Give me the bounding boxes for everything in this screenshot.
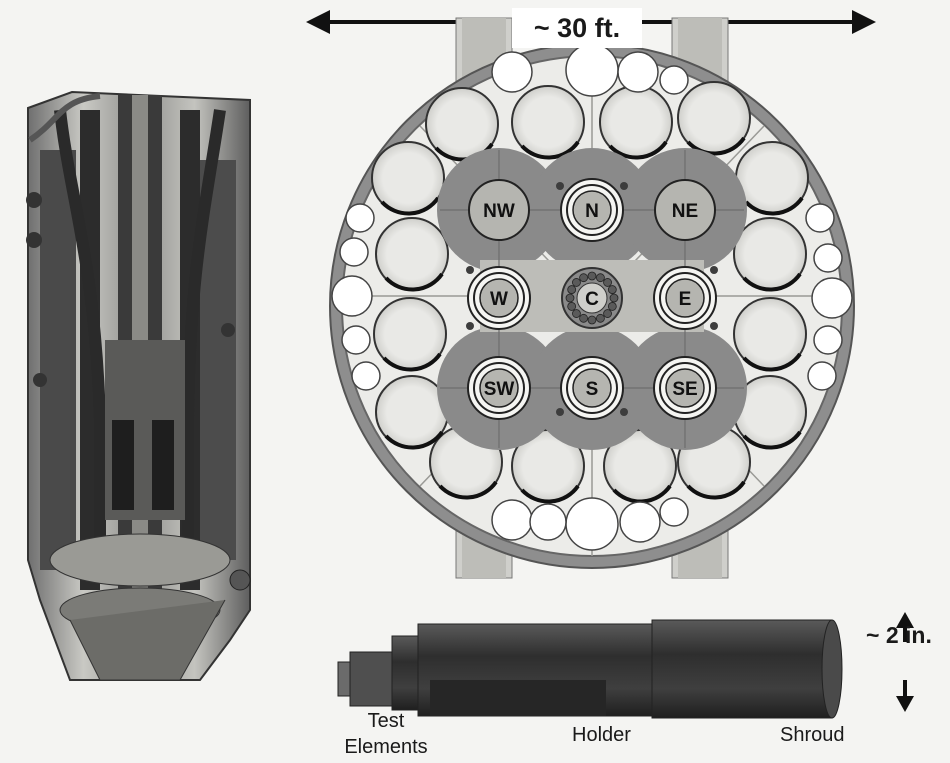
core-position-n: N — [560, 178, 624, 242]
small-hole — [491, 499, 533, 541]
marker-dot — [620, 182, 628, 190]
diameter-dimension-label: ~ 2 in. — [866, 622, 932, 648]
small-hole — [811, 277, 853, 319]
small-hole — [659, 65, 689, 95]
marker-dot — [710, 266, 718, 274]
small-hole — [565, 43, 619, 97]
holder-label: Holder — [572, 724, 631, 746]
irradiation-hole — [511, 85, 585, 160]
core-position-w: W — [467, 266, 531, 330]
core-position-label: W — [490, 289, 508, 310]
irradiation-hole — [371, 141, 445, 216]
marker-dot — [556, 182, 564, 190]
small-hole — [617, 51, 659, 93]
irradiation-hole — [677, 81, 751, 156]
small-hole — [807, 361, 837, 391]
span-dimension-label: ~ 30 ft. — [512, 8, 642, 48]
irradiation-holes — [371, 81, 809, 504]
core-position-label: NW — [483, 201, 515, 222]
marker-dot — [466, 266, 474, 274]
core-map: NW N NE W C E SW S SE — [329, 17, 855, 579]
small-hole — [805, 203, 835, 233]
irradiation-hole — [373, 297, 447, 372]
arrow-down-icon — [896, 680, 914, 712]
core-position-label: N — [585, 201, 599, 222]
test-elements-label-line1: Test — [367, 710, 405, 732]
test-elements-label: Test Elements — [330, 708, 442, 760]
irradiation-hole — [735, 141, 809, 216]
small-hole — [345, 203, 375, 233]
irradiation-hole — [733, 217, 807, 292]
core-position-e: E — [653, 266, 717, 330]
small-hole — [339, 237, 369, 267]
small-hole — [619, 501, 661, 543]
arrow-up-icon — [896, 612, 914, 642]
irradiation-hole — [599, 85, 673, 160]
reactor-cutaway — [26, 90, 251, 681]
core-position-s: S — [560, 356, 624, 420]
small-hole — [813, 243, 843, 273]
small-hole — [529, 503, 567, 541]
test-elements-label-line2: Elements — [344, 736, 428, 758]
core-position-sw: SW — [467, 356, 531, 420]
small-hole — [331, 275, 373, 317]
irradiation-hole — [733, 297, 807, 372]
marker-dot — [556, 408, 564, 416]
marker-dot — [620, 408, 628, 416]
small-hole — [565, 497, 619, 551]
core-position-label: E — [679, 289, 692, 310]
core-positions: NW N NE W C E SW S SE — [466, 178, 718, 420]
marker-dot — [466, 322, 474, 330]
core-position-label: C — [585, 289, 599, 310]
core-position-label: SE — [672, 379, 697, 400]
small-holes — [331, 43, 853, 551]
core-position-nw: NW — [468, 179, 530, 241]
small-hole — [351, 361, 381, 391]
small-hole — [813, 325, 843, 355]
irradiation-hole — [375, 217, 449, 292]
marker-dot — [710, 322, 718, 330]
capsule-assembly — [337, 619, 843, 719]
core-position-label: NE — [672, 201, 698, 222]
core-position-c: C — [561, 267, 623, 329]
core-position-label: S — [586, 379, 599, 400]
core-position-se: SE — [653, 356, 717, 420]
core-position-ne: NE — [654, 179, 716, 241]
shroud-label: Shroud — [780, 724, 845, 746]
small-hole — [659, 497, 689, 527]
core-position-label: SW — [484, 379, 515, 400]
small-hole — [341, 325, 371, 355]
small-hole — [491, 51, 533, 93]
